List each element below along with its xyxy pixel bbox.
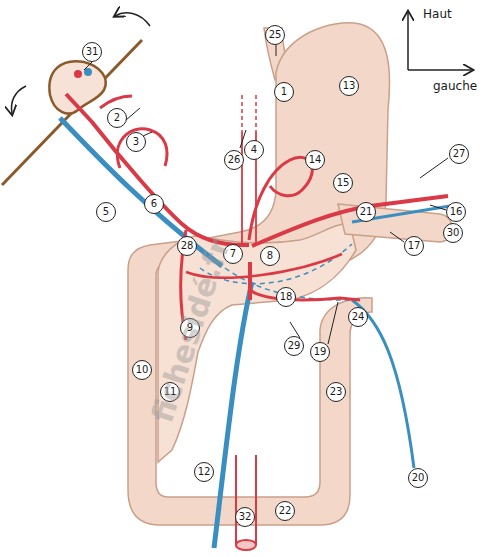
callout-number: 15 bbox=[333, 173, 353, 193]
callout-number: 3 bbox=[126, 132, 146, 152]
callout-number: 19 bbox=[310, 342, 330, 362]
callout-number: 31 bbox=[82, 42, 102, 62]
callout-number: 25 bbox=[265, 25, 285, 45]
callout-number: 1 bbox=[274, 82, 294, 102]
callout-number: 17 bbox=[404, 236, 424, 256]
callout-number: 12 bbox=[194, 462, 214, 482]
callout-number: 24 bbox=[348, 307, 368, 327]
callout-number: 21 bbox=[356, 202, 376, 222]
callout-number: 30 bbox=[443, 223, 463, 243]
callout-number: 10 bbox=[132, 360, 152, 380]
callout-number: 6 bbox=[144, 194, 164, 214]
callout-number: 4 bbox=[244, 140, 264, 160]
callout-number: 5 bbox=[96, 202, 116, 222]
callout-number: 8 bbox=[260, 246, 280, 266]
callout-number: 2 bbox=[107, 108, 127, 128]
callout-number: 29 bbox=[284, 336, 304, 356]
callout-number: 32 bbox=[235, 507, 255, 527]
callout-number: 16 bbox=[446, 202, 466, 222]
callout-number: 18 bbox=[276, 287, 296, 307]
callout-number: 20 bbox=[408, 468, 428, 488]
orientation-label: Haut bbox=[421, 7, 454, 21]
callout-number: 23 bbox=[326, 382, 346, 402]
callout-number: 26 bbox=[224, 150, 244, 170]
callout-number: 28 bbox=[177, 236, 197, 256]
callout-number: 22 bbox=[275, 501, 295, 521]
callout-number: 27 bbox=[449, 144, 469, 164]
orientation-label: gauche bbox=[431, 79, 479, 93]
callout-number: 14 bbox=[305, 150, 325, 170]
callout-number: 13 bbox=[339, 76, 359, 96]
